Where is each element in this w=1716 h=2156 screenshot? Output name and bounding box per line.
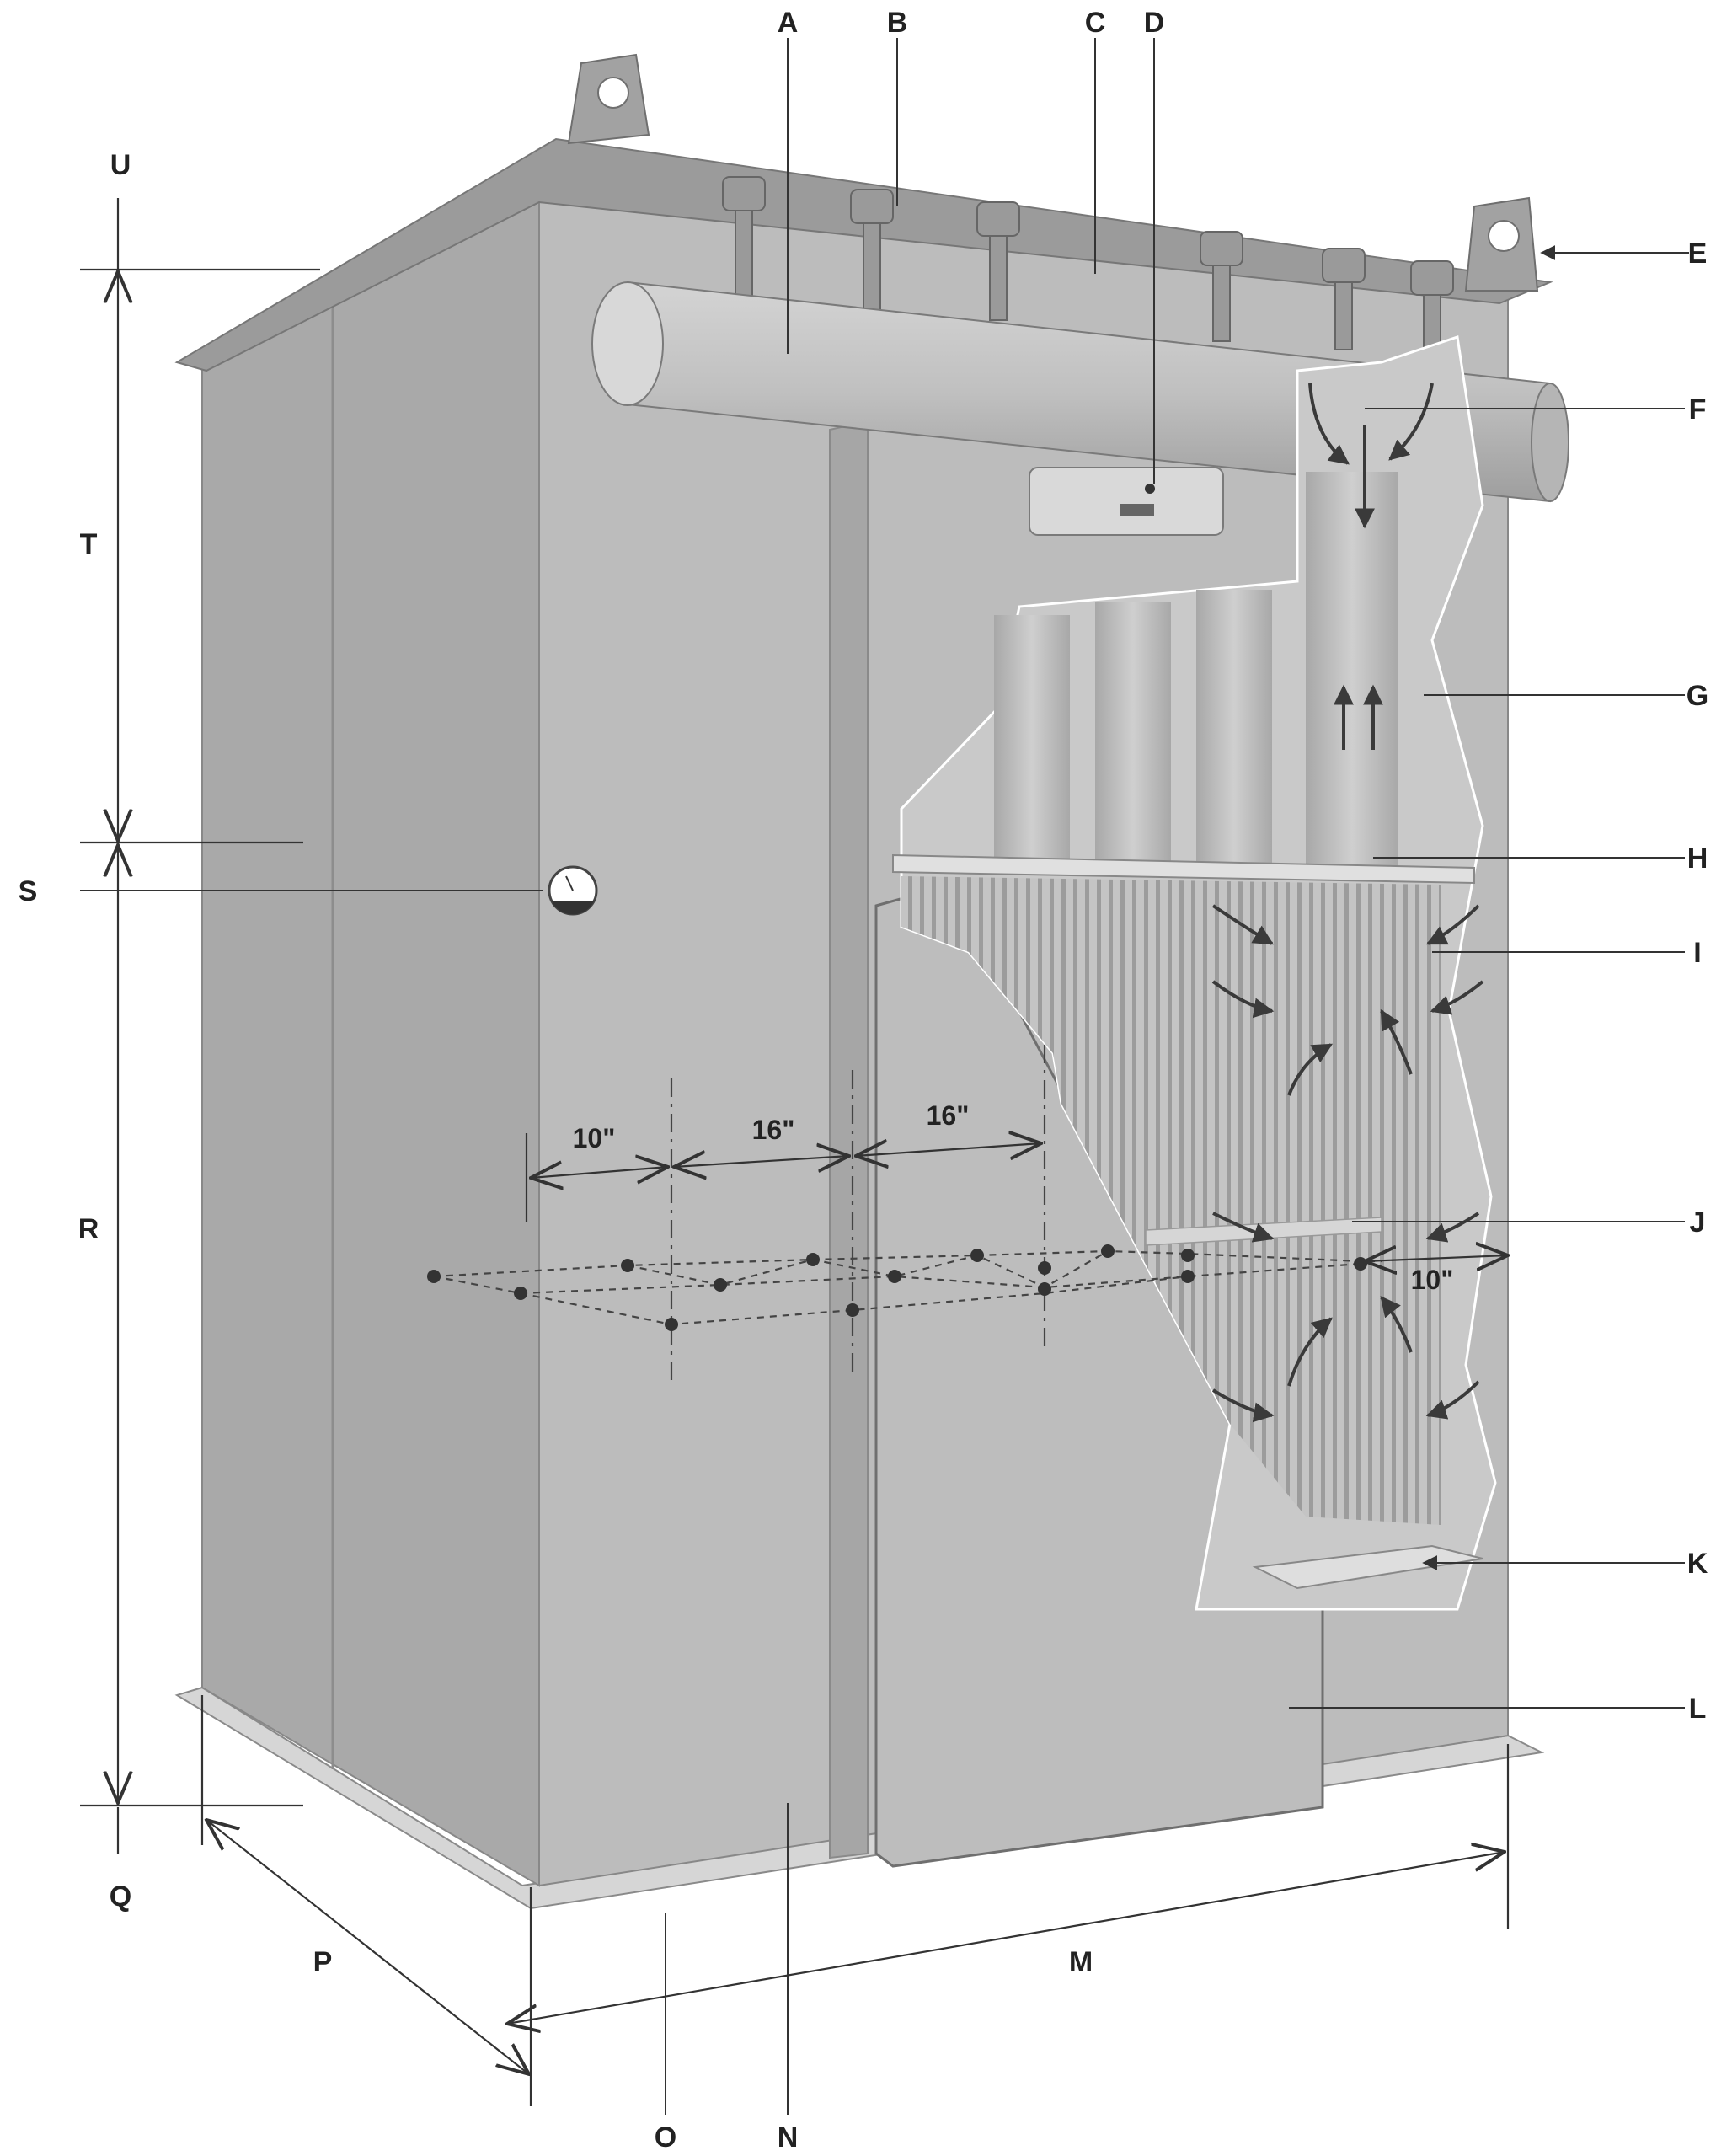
label-i: I [1693, 937, 1701, 969]
label-k: K [1687, 1548, 1708, 1580]
label-m: M [1069, 1946, 1093, 1978]
callout-labels: A B C D E F G H I J K L M N O P Q R S T … [19, 7, 1709, 2153]
dimension-16-left: 16" [752, 1115, 795, 1145]
spacing-dimensions: 10" 16" 16" 10" [525, 1100, 1508, 1295]
label-j: J [1690, 1206, 1706, 1238]
label-b: B [887, 7, 908, 39]
label-q: Q [110, 1880, 131, 1913]
lifting-lug-left [567, 53, 650, 145]
label-a: A [778, 7, 799, 39]
timer-box [1029, 467, 1224, 536]
label-l: L [1689, 1693, 1707, 1725]
divider-post [829, 420, 869, 1859]
dimension-10-right: 10" [1411, 1265, 1454, 1295]
inlet-points [427, 1244, 1367, 1331]
pressure-gauge [548, 865, 598, 916]
label-t: T [80, 528, 98, 560]
label-n: N [778, 2121, 799, 2153]
label-c: C [1085, 7, 1106, 39]
label-o: O [655, 2121, 676, 2153]
label-d: D [1144, 7, 1165, 39]
label-g: G [1687, 680, 1708, 712]
dimension-10-left: 10" [573, 1123, 616, 1153]
pulse-valves [722, 176, 1454, 355]
overall-dimensions [80, 198, 1510, 2106]
label-u: U [110, 149, 131, 181]
lifting-lug-right [1464, 196, 1539, 292]
inlet-grid [427, 1045, 1382, 1382]
label-r: R [78, 1213, 99, 1245]
cutaway-interior [892, 335, 1497, 1611]
label-p: P [313, 1946, 333, 1978]
leader-lines [80, 38, 1689, 2115]
label-s: S [19, 875, 38, 907]
housing [174, 53, 1569, 1910]
label-e: E [1688, 238, 1708, 270]
side-panel [201, 201, 540, 1887]
airflow-arrows [1211, 383, 1484, 1423]
top-rim [174, 137, 1553, 372]
dimension-16-right: 16" [927, 1100, 970, 1131]
label-h: H [1687, 843, 1708, 875]
label-f: F [1689, 393, 1707, 425]
